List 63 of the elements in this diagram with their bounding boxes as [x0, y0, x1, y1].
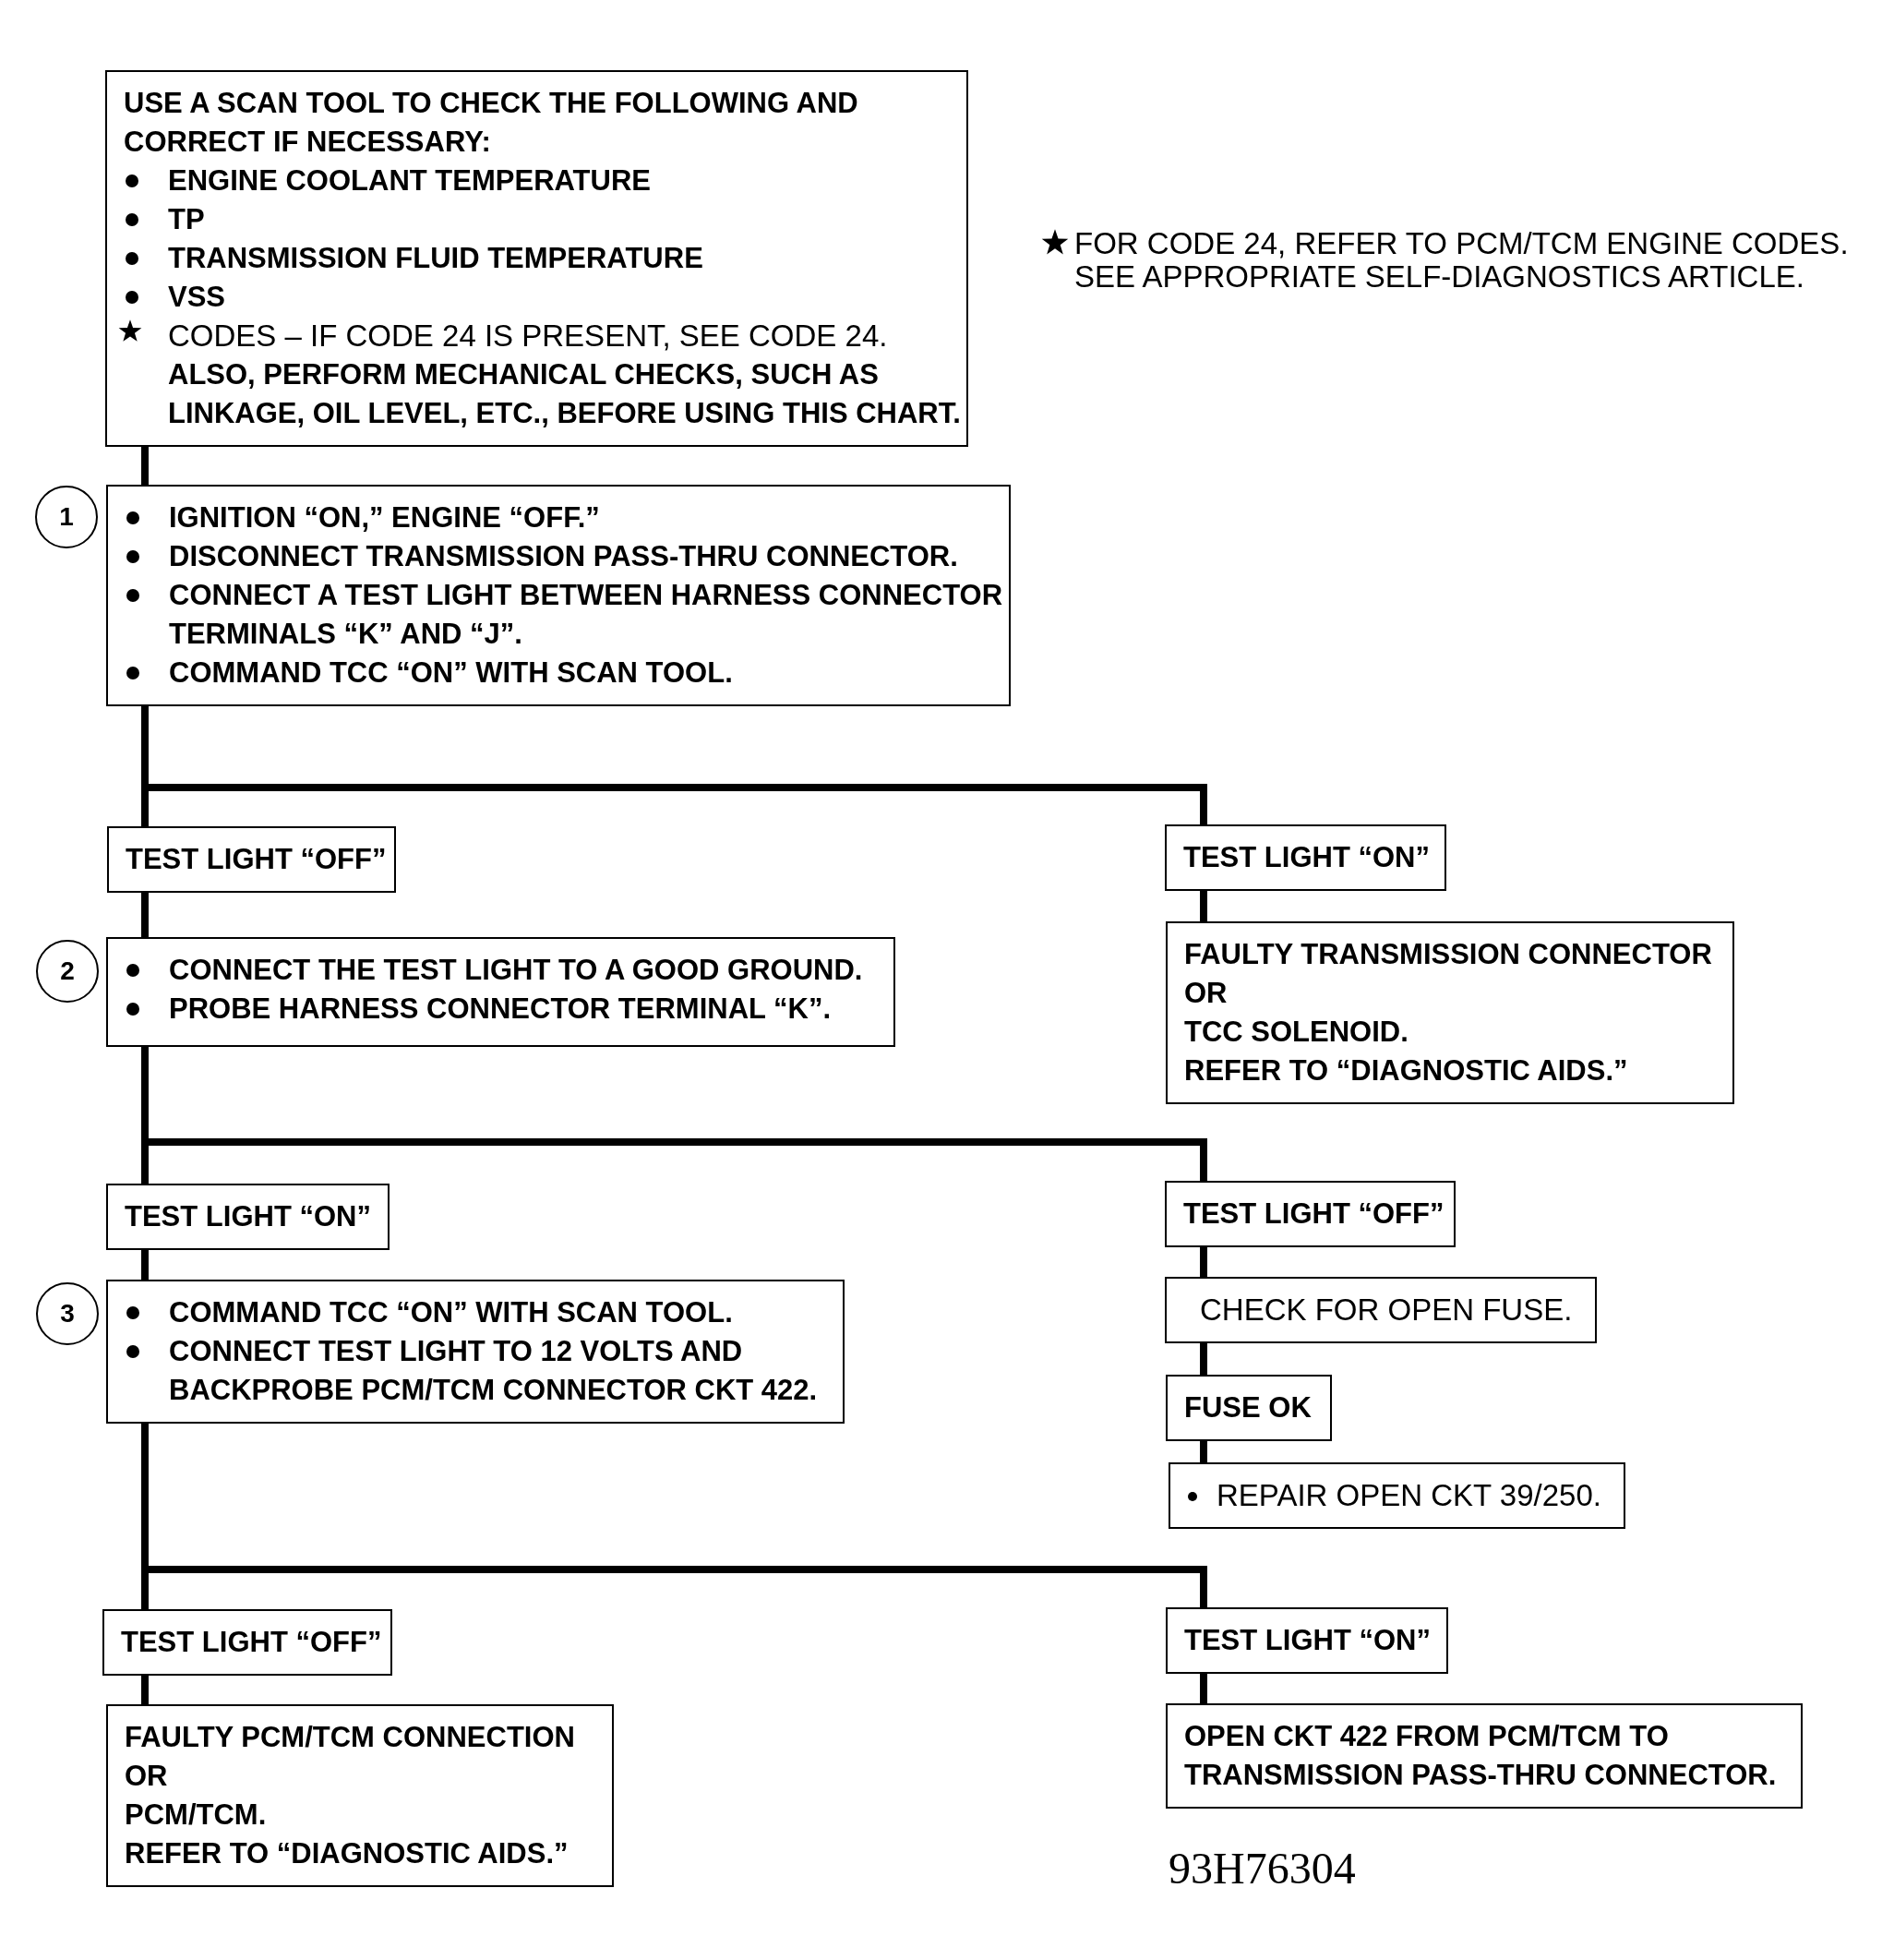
figure-id: 93H76304 — [1169, 1846, 1356, 1891]
condition-label: TEST LIGHT “ON” — [1184, 1623, 1432, 1658]
instruction-text: TRANSMISSION FLUID TEMPERATURE — [168, 241, 704, 276]
condition-box — [102, 1609, 392, 1676]
instruction-text: USE A SCAN TOOL TO CHECK THE FOLLOWING AND CORRECT IF NECESSARY: — [124, 86, 859, 160]
connector-line — [141, 1676, 149, 1704]
instruction-text: COMMAND TCC “ON” WITH SCAN TOOL. — [169, 1295, 734, 1330]
step-number: 2 — [60, 958, 75, 984]
instruction-text: IGNITION “ON,” ENGINE “OFF.” — [169, 500, 601, 535]
step-number: 1 — [59, 504, 74, 530]
step-number: 3 — [60, 1301, 75, 1327]
condition-label: TEST LIGHT “ON” — [125, 1199, 372, 1234]
condition-box — [1166, 1607, 1448, 1674]
condition-box — [106, 1184, 390, 1250]
instruction-text: CONNECT A TEST LIGHT BETWEEN HARNESS CONNECTOR TERMINALS “K” AND “J”. — [169, 578, 1004, 652]
result-box — [1169, 1462, 1625, 1529]
result-text: OR — [125, 1759, 169, 1794]
connector-line — [1200, 1441, 1207, 1462]
connector-line — [1200, 891, 1207, 921]
result-text: REFER TO “DIAGNOSTIC AIDS.” — [1184, 1053, 1629, 1088]
instruction-text: CODES – IF CODE 24 IS PRESENT, SEE CODE 24. — [168, 318, 889, 355]
instruction-text: ALSO, PERFORM MECHANICAL CHECKS, SUCH AS LINKAGE, OIL LEVEL, ETC., BEFORE USING THIS CHART. — [168, 357, 962, 431]
condition-label: TEST LIGHT “OFF” — [126, 842, 388, 877]
instruction-text: CONNECT TEST LIGHT TO 12 VOLTS AND BACKPROBE PCM/TCM CONNECTOR CKT 422. — [169, 1334, 819, 1408]
result-text: REFER TO “DIAGNOSTIC AIDS.” — [125, 1836, 569, 1871]
result-text: FAULTY TRANSMISSION CONNECTOR — [1184, 937, 1713, 972]
result-text: FAULTY PCM/TCM CONNECTION — [125, 1720, 576, 1755]
connector-line — [1200, 1247, 1207, 1277]
connector-line — [141, 893, 149, 937]
condition-label: TEST LIGHT “ON” — [1183, 840, 1431, 875]
condition-label: TEST LIGHT “OFF” — [1183, 1196, 1445, 1232]
instruction-text: CHECK FOR OPEN FUSE. — [1200, 1292, 1574, 1329]
result-text: TCC SOLENOID. — [1184, 1015, 1409, 1050]
instruction-box — [106, 937, 895, 1047]
footnote-text: FOR CODE 24, REFER TO PCM/TCM ENGINE CODES. SEE APPROPRIATE SELF-DIAGNOSTICS ARTICLE. — [1074, 227, 1850, 294]
connector-line — [141, 1250, 149, 1280]
instruction-box — [106, 1280, 845, 1424]
condition-box — [1166, 1375, 1332, 1441]
instruction-text: VSS — [168, 280, 227, 315]
connector-line — [1200, 1674, 1207, 1703]
result-text: REPAIR OPEN CKT 39/250. — [1217, 1477, 1602, 1514]
condition-box — [1165, 1181, 1456, 1247]
condition-box — [107, 826, 396, 893]
result-text: OR — [1184, 976, 1229, 1011]
instruction-box — [106, 485, 1011, 706]
result-box — [1166, 1703, 1803, 1809]
result-box — [106, 1704, 614, 1887]
instruction-text: PROBE HARNESS CONNECTOR TERMINAL “K”. — [169, 992, 833, 1027]
instruction-text: COMMAND TCC “ON” WITH SCAN TOOL. — [169, 655, 734, 691]
instruction-text: DISCONNECT TRANSMISSION PASS-THRU CONNECTOR. — [169, 539, 959, 574]
connector-line — [1200, 1343, 1207, 1375]
instruction-text: ENGINE COOLANT TEMPERATURE — [168, 163, 652, 198]
connector-line — [141, 447, 149, 485]
instruction-box — [1165, 1277, 1597, 1343]
result-box — [1166, 921, 1734, 1104]
condition-label: FUSE OK — [1184, 1390, 1313, 1425]
condition-label: TEST LIGHT “OFF” — [121, 1625, 383, 1660]
result-text: PCM/TCM. — [125, 1798, 268, 1833]
condition-box — [1165, 824, 1446, 891]
result-text: OPEN CKT 422 FROM PCM/TCM TO TRANSMISSION PASS-THRU CONNECTOR. — [1184, 1719, 1778, 1793]
instruction-box — [105, 70, 968, 447]
instruction-text: TP — [168, 202, 206, 237]
instruction-text: CONNECT THE TEST LIGHT TO A GOOD GROUND. — [169, 953, 864, 988]
